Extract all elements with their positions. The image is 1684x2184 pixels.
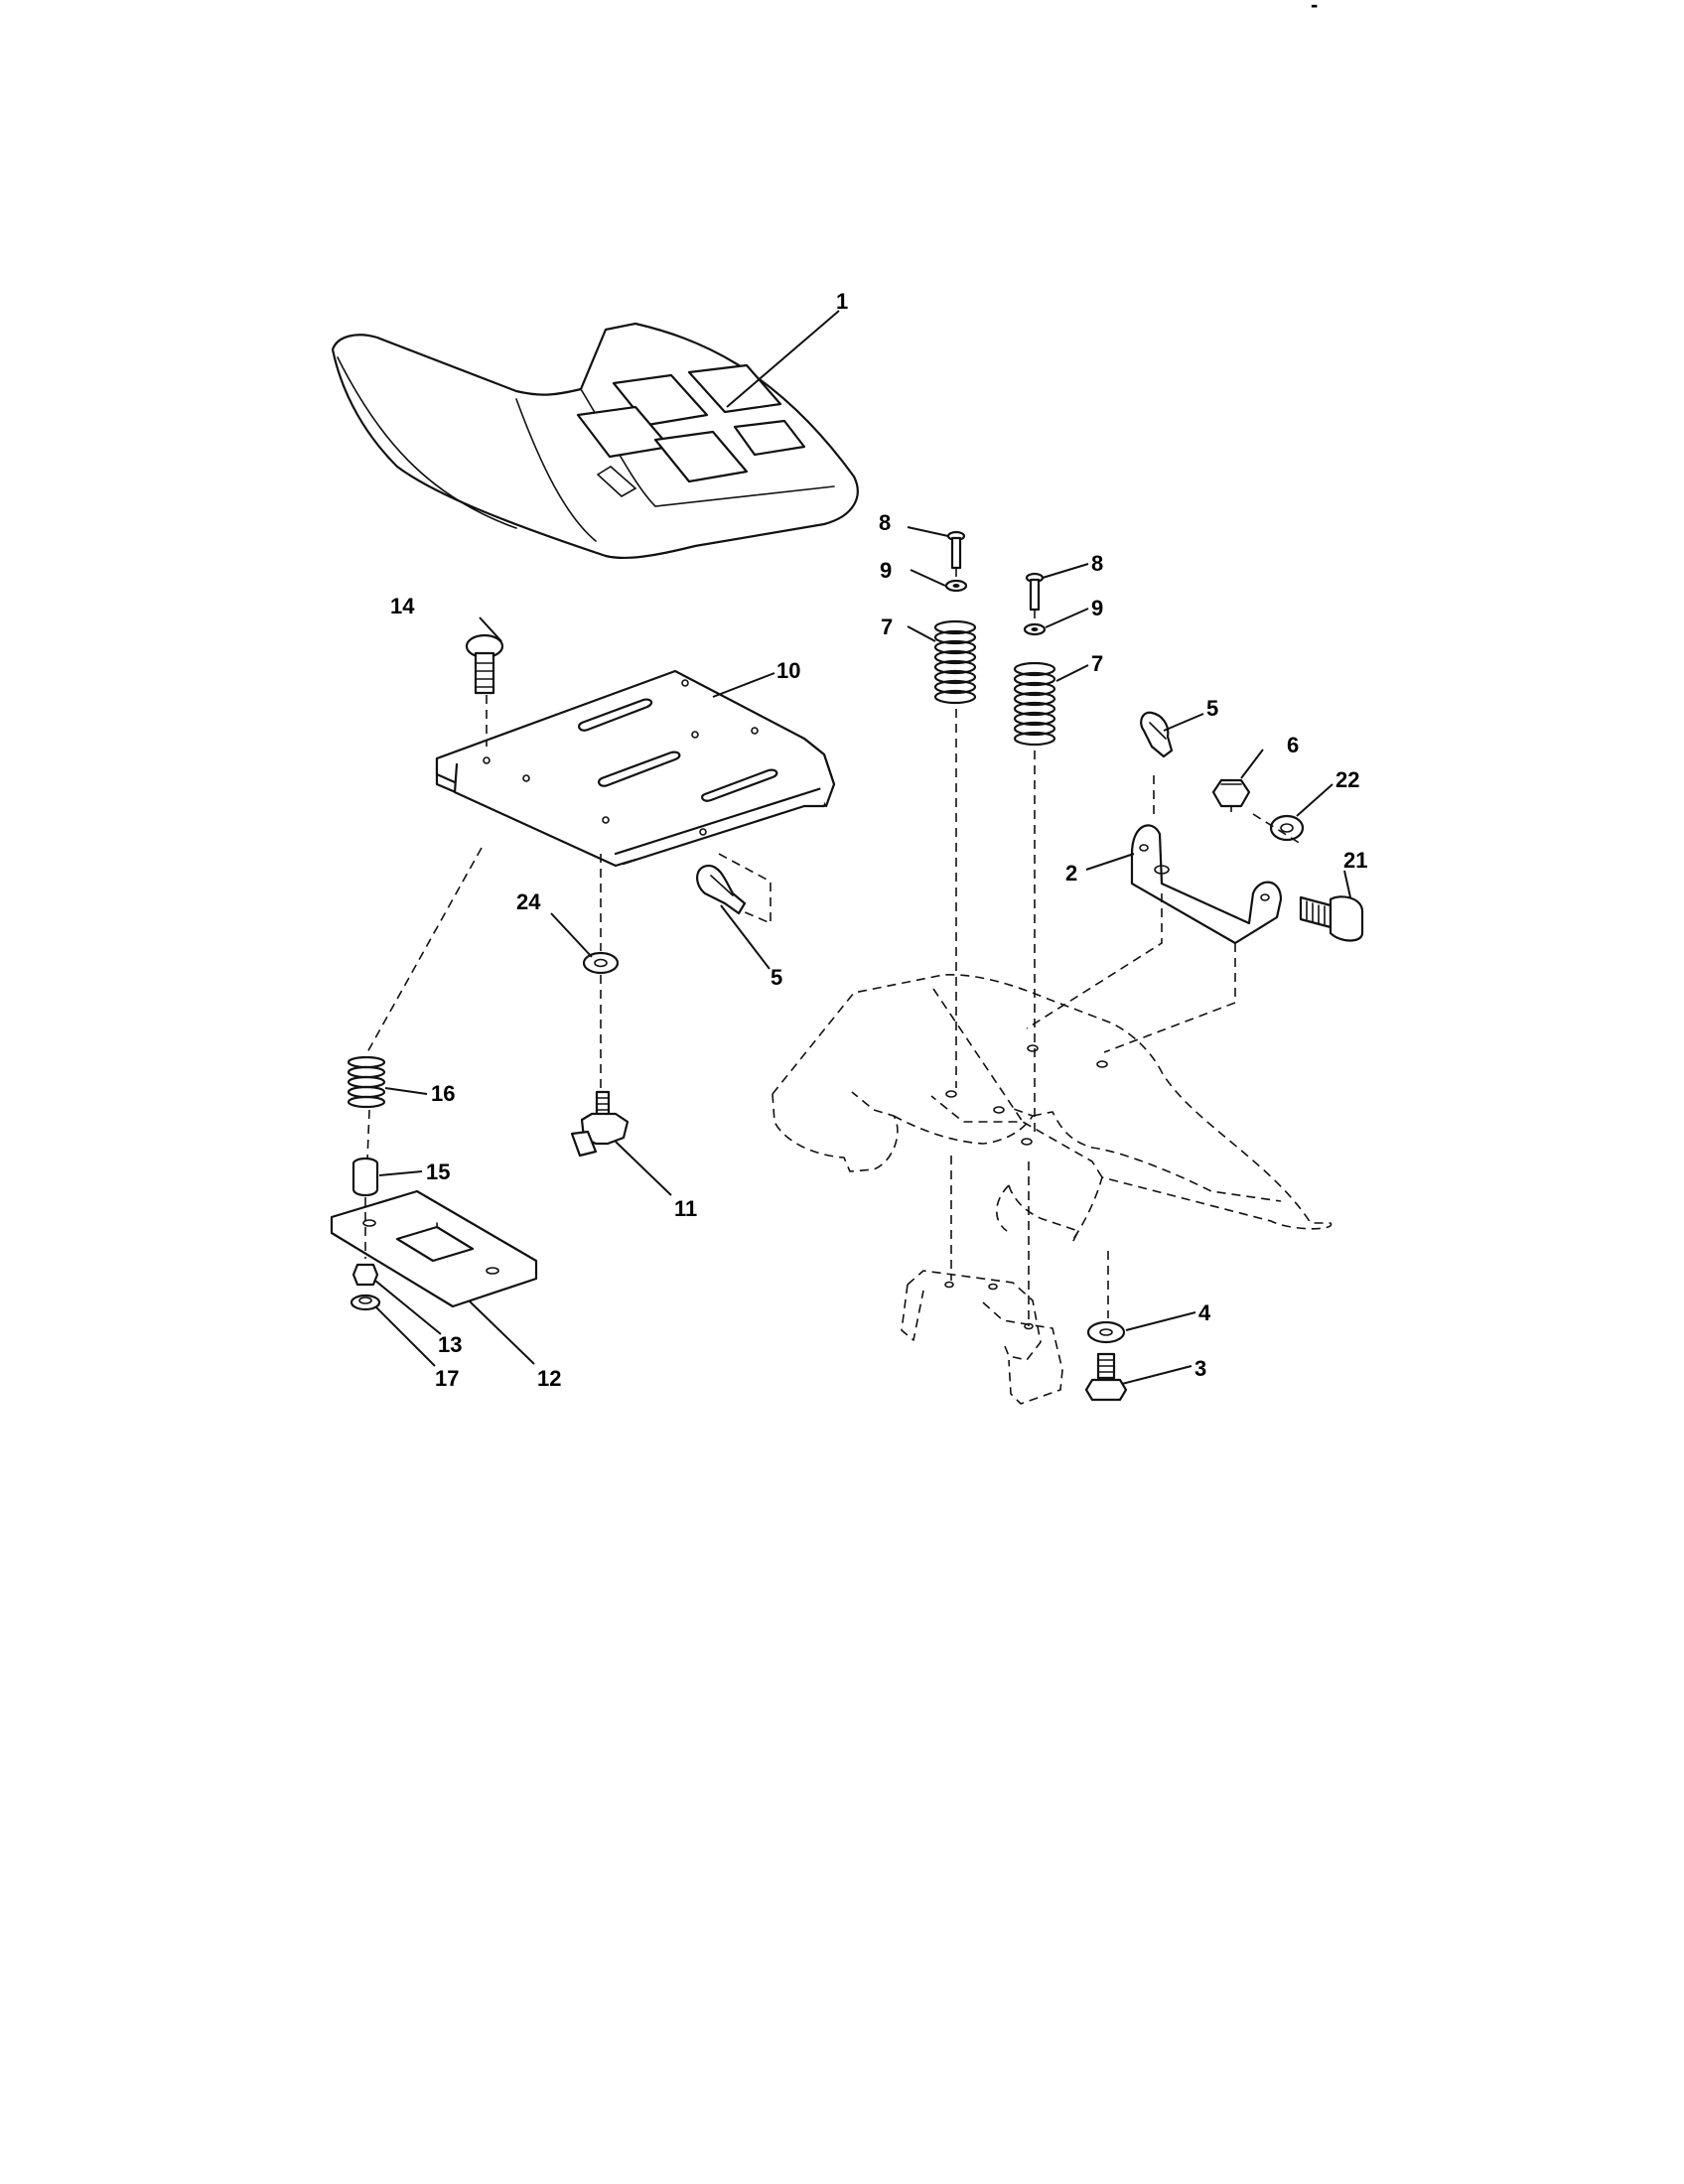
lock-washer-left bbox=[944, 579, 968, 593]
callout-12: 12 bbox=[537, 1366, 561, 1391]
wing-knob bbox=[570, 1090, 630, 1158]
seat-pan bbox=[435, 669, 836, 868]
seat-clip-left bbox=[696, 864, 747, 915]
flange-nut bbox=[350, 1294, 381, 1311]
flat-washer bbox=[582, 951, 620, 975]
callout-8-left: 8 bbox=[879, 510, 891, 535]
callout-24: 24 bbox=[516, 889, 541, 914]
callout-1: 1 bbox=[836, 289, 848, 314]
adjust-plate bbox=[330, 1189, 538, 1308]
callout-9-left: 9 bbox=[880, 558, 892, 583]
leader-lines bbox=[374, 310, 1351, 1385]
callouts: 1 2 3 4 5 5 6 7 7 8 8 9 9 10 11 12 13 14… bbox=[390, 289, 1367, 1391]
bushing bbox=[351, 1157, 379, 1197]
frame-bracket-outline bbox=[901, 1270, 1063, 1405]
fender-holes bbox=[945, 1044, 1108, 1146]
shoulder-bolt bbox=[1299, 895, 1364, 942]
callout-7-left: 7 bbox=[881, 614, 893, 639]
hex-nut-small bbox=[351, 1263, 379, 1287]
callout-2: 2 bbox=[1065, 861, 1077, 886]
frame-washer bbox=[1086, 1320, 1126, 1344]
callout-17: 17 bbox=[435, 1366, 459, 1391]
callout-8-right: 8 bbox=[1091, 551, 1103, 576]
seat-spring-small bbox=[347, 1055, 386, 1109]
carriage-bolt bbox=[465, 633, 504, 695]
hex-lock-nut bbox=[1211, 778, 1251, 808]
frame-hex-bolt bbox=[1084, 1352, 1128, 1402]
callout-22: 22 bbox=[1335, 767, 1359, 792]
seat-clip-right bbox=[1140, 711, 1174, 758]
callout-5-left: 5 bbox=[771, 965, 782, 990]
corner-mark: - bbox=[1311, 0, 1318, 17]
callout-7-right: 7 bbox=[1091, 651, 1103, 676]
callout-10: 10 bbox=[776, 658, 800, 683]
seat-spring-left bbox=[933, 619, 977, 705]
callout-13: 13 bbox=[438, 1332, 462, 1357]
fender-outline bbox=[772, 974, 1332, 1244]
seat bbox=[331, 322, 859, 560]
callout-11: 11 bbox=[674, 1196, 697, 1221]
callout-9-right: 9 bbox=[1091, 596, 1103, 620]
flange-lock-nut bbox=[1269, 814, 1305, 842]
callout-6: 6 bbox=[1287, 733, 1299, 757]
hex-bolt-right bbox=[1025, 572, 1045, 612]
callout-5-right: 5 bbox=[1206, 696, 1218, 721]
pivot-bracket bbox=[1130, 824, 1283, 945]
lock-washer-right bbox=[1023, 622, 1047, 636]
callout-4: 4 bbox=[1198, 1300, 1211, 1325]
seat-spring-right bbox=[1013, 661, 1056, 747]
callout-14: 14 bbox=[390, 594, 415, 618]
callout-15: 15 bbox=[426, 1160, 450, 1184]
callout-16: 16 bbox=[431, 1081, 455, 1106]
callout-21: 21 bbox=[1343, 848, 1367, 873]
hex-bolt-left bbox=[946, 530, 966, 570]
callout-3: 3 bbox=[1194, 1356, 1206, 1381]
